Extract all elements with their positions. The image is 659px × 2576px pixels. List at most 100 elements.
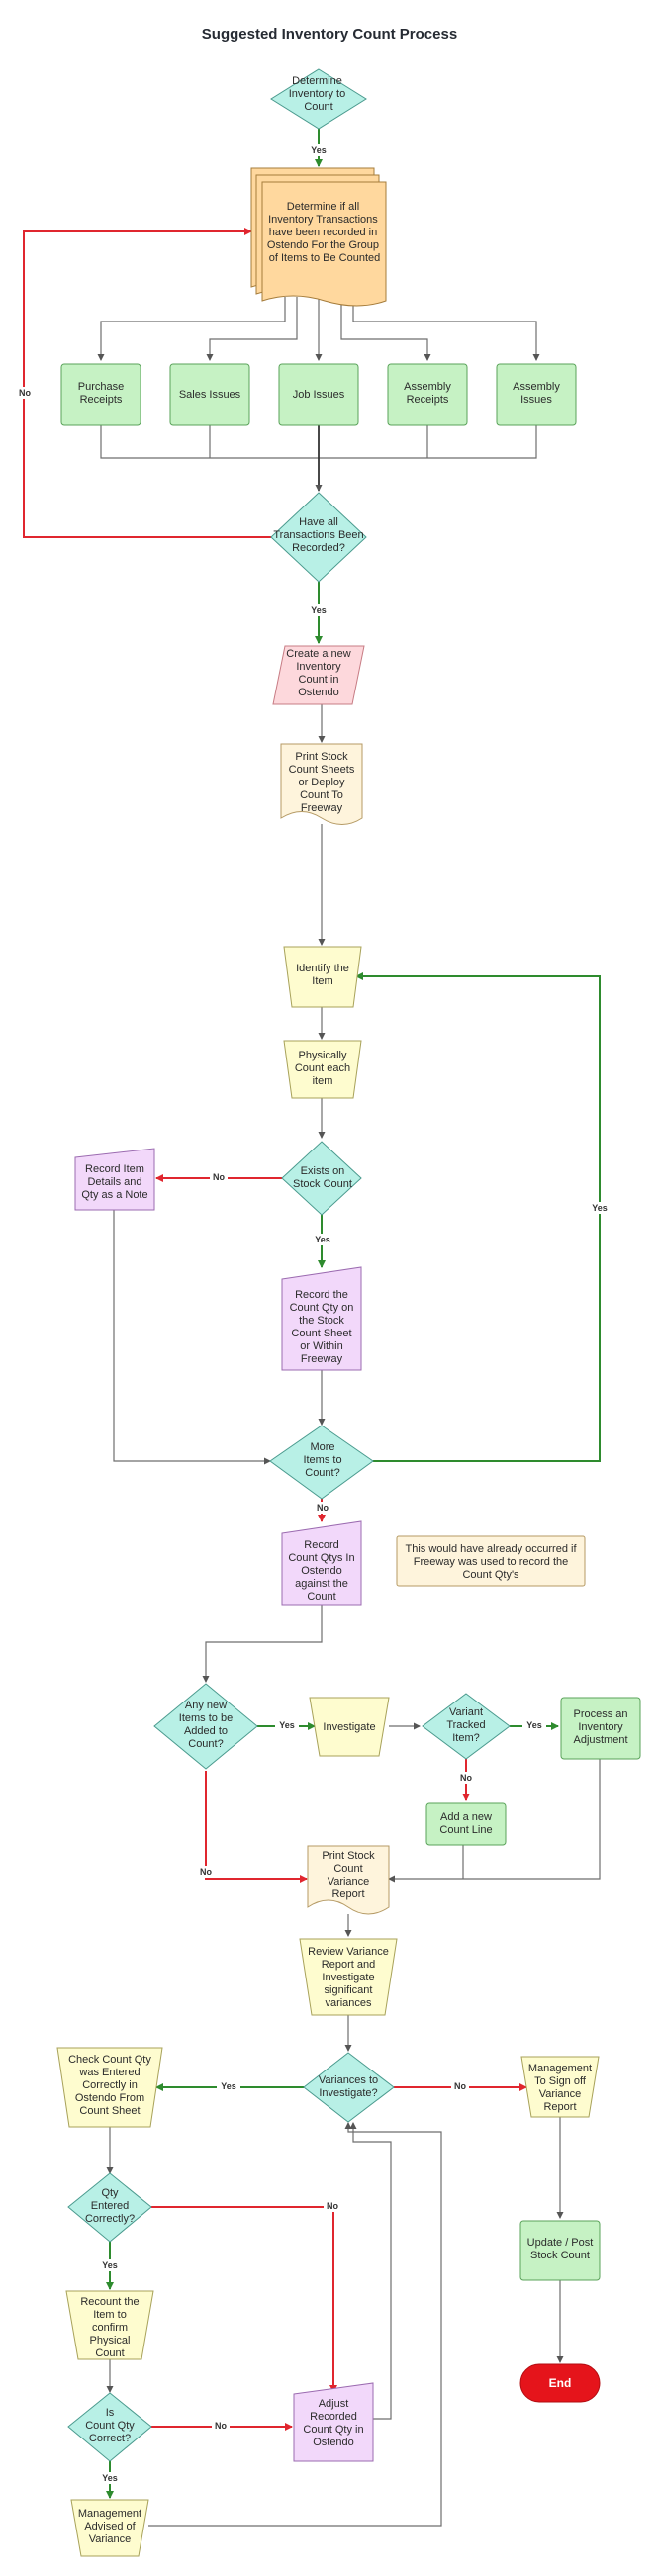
label-yes-new: Yes bbox=[279, 1720, 295, 1730]
edge-more-yes-loop bbox=[355, 972, 601, 1462]
edge-adjust-to-var bbox=[349, 2122, 392, 2420]
edge-asmi-merge bbox=[319, 425, 537, 459]
label-no-allrec: No bbox=[19, 388, 31, 398]
edge-check-to-sales bbox=[206, 297, 298, 361]
edge-allrec-no-loop bbox=[23, 228, 271, 538]
edge-note-to-more bbox=[113, 1162, 271, 1465]
label-no-exists: No bbox=[213, 1172, 225, 1182]
label-no-var: No bbox=[454, 2081, 466, 2091]
edge-recordost-to-new bbox=[202, 1605, 323, 1683]
label-yes-more: Yes bbox=[592, 1203, 608, 1213]
edge-advised-to-var bbox=[148, 2122, 442, 2527]
svg-text:Determine if all Invento: Determine if all Inventory Transactions … bbox=[267, 201, 382, 264]
label-yes-var: Yes bbox=[221, 2081, 236, 2091]
label-yes-determine: Yes bbox=[311, 145, 327, 155]
label-no-more: No bbox=[317, 1503, 329, 1513]
edge-adj-to-print bbox=[388, 1759, 601, 1883]
svg-text:End: End bbox=[549, 2376, 572, 2390]
node-sales-issues: Sales Issues bbox=[169, 363, 250, 426]
node-check-recorded: Determine if all Inventory Transactions … bbox=[250, 167, 387, 307]
label-no-qty: No bbox=[327, 2201, 338, 2211]
edge-check-to-asm-issues bbox=[352, 297, 540, 361]
svg-text:This would have already occurr: This would have already occurred ifFreew… bbox=[405, 1543, 577, 1581]
svg-text:Sales Issues: Sales Issues bbox=[179, 389, 241, 401]
svg-text:Investigate: Investigate bbox=[323, 1721, 375, 1733]
edge-qty-no bbox=[151, 2206, 337, 2393]
svg-text:Job Issues: Job Issues bbox=[293, 389, 345, 401]
label-no-variant: No bbox=[460, 1773, 472, 1783]
edge-check-to-asm-receipts bbox=[340, 297, 431, 361]
node-end: End bbox=[519, 2363, 601, 2403]
label-no-new: No bbox=[200, 1867, 212, 1877]
node-text: Determine Inventory to Count bbox=[289, 75, 349, 113]
label-yes-exists: Yes bbox=[315, 1235, 330, 1244]
label-yes-variant: Yes bbox=[526, 1720, 542, 1730]
node-investigate: Investigate bbox=[309, 1697, 390, 1757]
page-title: Suggested Inventory Count Process bbox=[201, 26, 458, 43]
edge-check-to-purchase bbox=[97, 297, 286, 361]
label-yes-allrec: Yes bbox=[311, 605, 327, 615]
node-job-issues: Job Issues bbox=[278, 363, 359, 426]
edge-purchase-merge bbox=[100, 425, 319, 459]
edge-new-no bbox=[205, 1771, 308, 1883]
node-determine-inventory: Determine Inventory to Count bbox=[270, 68, 367, 130]
